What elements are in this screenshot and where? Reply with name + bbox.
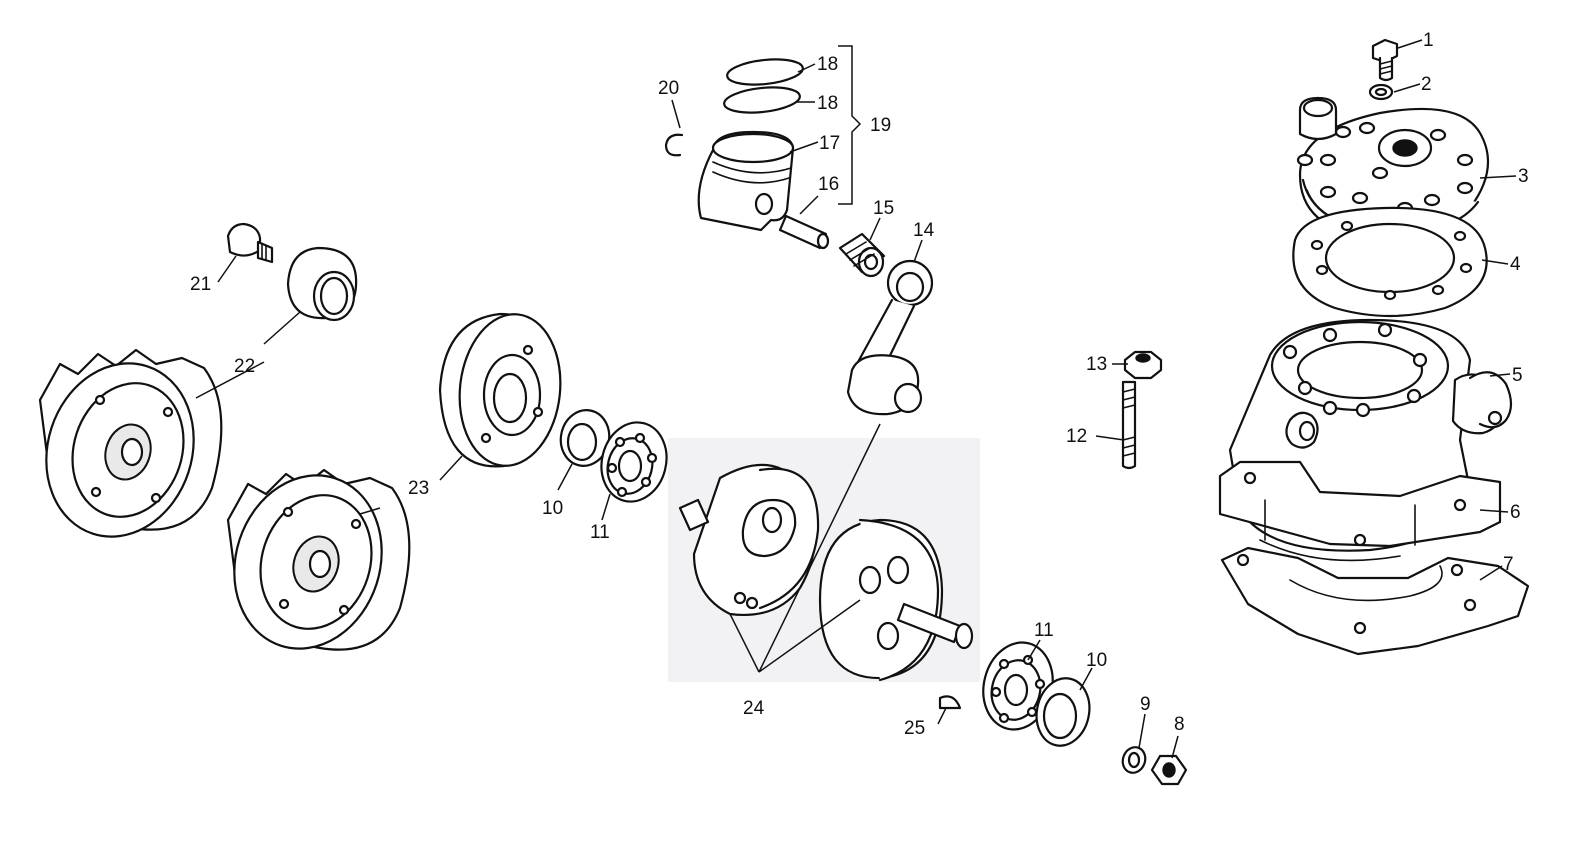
- callout-17: 17: [819, 133, 840, 154]
- callout-21: 21: [190, 274, 211, 295]
- piston-pin-part: [778, 214, 830, 250]
- callout-10-left: 10: [542, 498, 563, 519]
- callout-11-right: 11: [1034, 620, 1054, 641]
- callout-8: 8: [1174, 714, 1185, 735]
- callout-4: 4: [1510, 254, 1521, 275]
- callout-13: 13: [1086, 354, 1107, 375]
- piston-rings-part: [723, 58, 804, 114]
- flange-nut-part: [1123, 350, 1163, 380]
- needle-bearing-part: [838, 232, 886, 278]
- crankshaft-part: [678, 463, 974, 682]
- callout-11-left: 11: [590, 522, 610, 543]
- pinion-gear-part: [286, 246, 358, 322]
- callout-6: 6: [1510, 502, 1521, 523]
- oil-seal-right-part: [1035, 677, 1091, 747]
- oil-seal-left-part: [559, 409, 611, 467]
- piston-clip-part: [664, 133, 684, 157]
- callout-18-bottom: 18: [817, 93, 838, 114]
- callout-10-right: 10: [1086, 650, 1107, 671]
- callout-9: 9: [1140, 694, 1151, 715]
- callout-24: 24: [743, 698, 765, 719]
- head-bolt-part: [1371, 38, 1399, 82]
- callout-1: 1: [1423, 30, 1434, 51]
- callout-25: 25: [904, 718, 925, 739]
- flange-bolt-part: [226, 222, 274, 264]
- clutch-basket-lower-part: [226, 468, 411, 651]
- callout-12: 12: [1066, 426, 1087, 447]
- callout-7: 7: [1503, 554, 1514, 575]
- cylinder-part: [1218, 318, 1513, 562]
- main-bearing-left-part: [600, 421, 668, 503]
- crank-nut-part: [1150, 754, 1188, 786]
- flywheel-cover-part: [438, 312, 562, 468]
- callout-22: 22: [234, 356, 255, 377]
- base-gasket-part: [1220, 546, 1530, 656]
- callout-labels: 1 2 3 4 5 6 7 8 9 10 10 11 11 12 13 14 1…: [190, 30, 1529, 739]
- piston-part: [697, 130, 795, 232]
- callout-14: 14: [913, 220, 935, 241]
- callout-5: 5: [1512, 365, 1523, 386]
- lock-washer-part: [1121, 746, 1147, 774]
- callout-16: 16: [818, 174, 839, 195]
- stud-part: [1121, 380, 1137, 470]
- callout-2: 2: [1421, 74, 1432, 95]
- clutch-basket-upper-part: [38, 348, 223, 538]
- connecting-rod-part: [846, 259, 934, 416]
- callout-3: 3: [1518, 166, 1529, 187]
- callout-20: 20: [658, 78, 679, 99]
- head-gasket-part: [1292, 206, 1488, 318]
- callout-23: 23: [408, 478, 429, 499]
- callout-18-top: 18: [817, 54, 838, 75]
- callout-19: 19: [870, 115, 891, 136]
- leader-lines: [195, 39, 1517, 759]
- callout-15: 15: [873, 198, 894, 219]
- washer-part: [1368, 83, 1394, 101]
- woodruff-key-part: [938, 695, 962, 710]
